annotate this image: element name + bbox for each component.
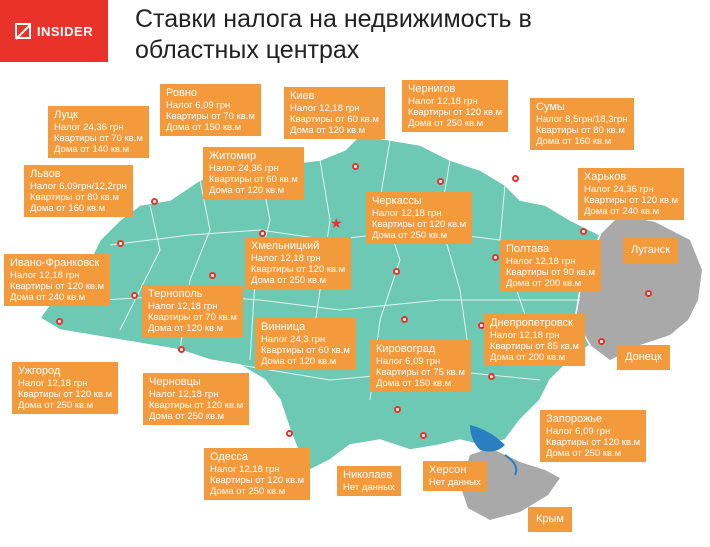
- city-name: Луцк: [54, 109, 78, 121]
- city-box-zhitomir[interactable]: Житомир Налог 24,36 грн Квартиры от 60 к…: [203, 147, 304, 199]
- city-box-uzhgorod[interactable]: Ужгород Налог 12,18 грн Квартиры от 120 …: [12, 362, 119, 414]
- city-dot-odessa: [286, 430, 293, 437]
- city-box-ivano[interactable]: Ивано-Франковск Налог 12,18 грн Квартиры…: [4, 254, 111, 306]
- page-title: Ставки налога на недвижимость в областны…: [135, 5, 532, 64]
- city-box-kiev[interactable]: Киев Налог 12,18 грн Квартиры от 60 кв.м…: [284, 87, 385, 139]
- city-dot-sumy: [512, 175, 519, 182]
- city-dot-cherkassy: [393, 268, 400, 275]
- label-crimea[interactable]: Крым: [528, 507, 572, 532]
- city-dot-ivano: [131, 292, 138, 299]
- city-box-sumy[interactable]: Сумы Налог 8,5грн/18,3грн Квартиры от 80…: [530, 98, 634, 150]
- city-box-lutsk[interactable]: Луцк Налог 24,36 грн Квартиры от 70 кв.м…: [48, 106, 149, 158]
- city-dot-kherson: [420, 432, 427, 439]
- city-box-kirovograd[interactable]: Кировоград Налог 6,09 грн Квартиры от 75…: [370, 340, 471, 392]
- city-box-poltava[interactable]: Полтава Налог 12,18 грн Квартиры от 90 к…: [500, 240, 601, 292]
- city-box-chernovtsy[interactable]: Черновцы Налог 12,18 грн Квартиры от 120…: [143, 373, 250, 425]
- city-dot-donetsk: [598, 338, 605, 345]
- city-box-nikolaev[interactable]: Николаев Нет данных: [337, 466, 401, 496]
- city-box-zaporozhye[interactable]: Запорожье Налог 6,09 грн Квартиры от 120…: [540, 410, 647, 462]
- city-dot-uzhgorod: [56, 318, 63, 325]
- city-box-ternopol[interactable]: Тернополь Налог 12,18 грн Квартиры от 70…: [142, 285, 243, 337]
- city-dot-zhitomir: [259, 230, 266, 237]
- label-lugansk[interactable]: Луганск: [623, 238, 679, 263]
- city-box-lvov[interactable]: Львов Налог 6,09грн/12,2грн Квартиры от …: [24, 165, 133, 217]
- city-box-cherkassy[interactable]: Черкассы Налог 12,18 грн Квартиры от 120…: [366, 192, 473, 244]
- city-box-kherson[interactable]: Херсон Нет данных: [423, 461, 487, 491]
- city-box-vinnitsa[interactable]: Винница Налог 24,3 грн Квартиры от 60 кв…: [255, 318, 356, 370]
- city-dot-kirovograd: [401, 316, 408, 323]
- label-donetsk[interactable]: Донецк: [617, 345, 670, 370]
- city-box-rovno[interactable]: Ровно Налог 6,09 грн Квартиры от 70 кв.м…: [160, 84, 261, 136]
- city-dot-nikolaev: [394, 406, 401, 413]
- city-dot-chernigov-area: [352, 163, 359, 170]
- city-dot-kharkov: [580, 228, 587, 235]
- dnieper-water: [470, 425, 505, 452]
- sea-of-azov-coast: [504, 454, 518, 476]
- logo-text: INSIDER: [36, 23, 94, 39]
- city-dot-lutsk: [151, 198, 158, 205]
- city-box-khmelnitsky[interactable]: Хмельницкий Налог 12,18 грн Квартиры от …: [245, 237, 352, 289]
- city-dot-poltava: [492, 254, 499, 261]
- city-box-chernigov[interactable]: Чернигов Налог 12,18 грн Квартиры от 120…: [402, 80, 509, 132]
- capital-star-icon: ★: [330, 215, 343, 231]
- city-box-odessa[interactable]: Одесса Налог 12,18 грн Квартиры от 120 к…: [204, 448, 311, 500]
- city-dot-ternopol: [178, 346, 185, 353]
- city-box-dnepr[interactable]: Днепропетровск Налог 12,18 грн Квартиры …: [484, 314, 585, 366]
- city-box-kharkov[interactable]: Харьков Налог 24,36 грн Квартиры от 120 …: [578, 168, 685, 220]
- city-dot-khmelnitsky: [209, 272, 216, 279]
- insider-logo-icon: [14, 23, 31, 39]
- insider-logo[interactable]: INSIDER: [0, 0, 108, 62]
- city-dot-chernigov: [437, 178, 444, 185]
- city-dot-zaporozhye: [488, 373, 495, 380]
- city-dot-lvov: [117, 240, 124, 247]
- city-dot-lugansk: [645, 290, 652, 297]
